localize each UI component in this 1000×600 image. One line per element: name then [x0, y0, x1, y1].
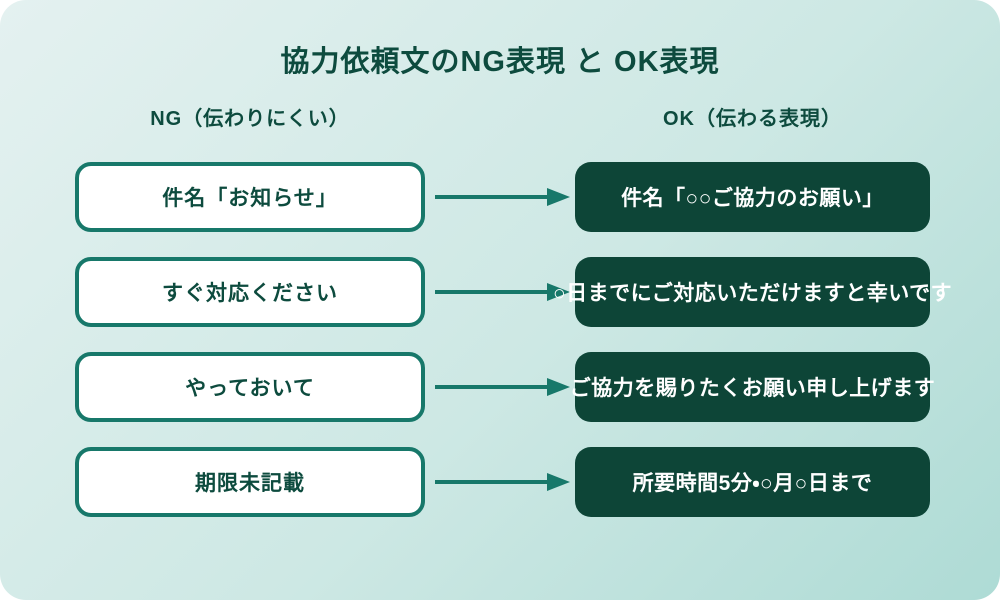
- ok-box: 件名「○○ご協力のお願い」: [575, 162, 930, 232]
- ok-box-label: ご協力を賜りたくお願い申し上げます: [569, 377, 936, 400]
- comparison-row: 期限未記載 所要時間5分・○月○日まで: [0, 447, 1000, 517]
- ng-box-label: やっておいて: [185, 377, 315, 400]
- ok-box-label: ○日までにご対応いただけますと幸いです: [552, 282, 953, 305]
- ng-box: やっておいて: [75, 352, 425, 422]
- column-header-ok: OK（伝わる表現）: [663, 108, 842, 130]
- page-title: 協力依頼文のNG表現 と OK表現: [280, 46, 720, 78]
- comparison-row: 件名「お知らせ」 件名「○○ご協力のお願い」: [0, 162, 1000, 232]
- column-header-ng: NG（伝わりにくい）: [150, 108, 350, 130]
- ok-box-label: 所要時間5分・○月○日まで: [632, 472, 873, 495]
- ng-box: 件名「お知らせ」: [75, 162, 425, 232]
- ng-box-label: 件名「お知らせ」: [162, 187, 338, 210]
- ng-box: 期限未記載: [75, 447, 425, 517]
- ok-box: ご協力を賜りたくお願い申し上げます: [570, 352, 935, 422]
- ok-box: ○日までにご対応いただけますと幸いです: [553, 257, 952, 327]
- ng-box-label: 期限未記載: [195, 472, 305, 495]
- comparison-row: やっておいて ご協力を賜りたくお願い申し上げます: [0, 352, 1000, 422]
- right-arrow-icon: [435, 283, 570, 301]
- ok-box: 所要時間5分・○月○日まで: [575, 447, 930, 517]
- ng-box-label: すぐ対応ください: [162, 282, 338, 305]
- comparison-row: すぐ対応ください ○日までにご対応いただけますと幸いです: [0, 257, 1000, 327]
- right-arrow-icon: [435, 188, 570, 206]
- right-arrow-icon: [435, 473, 570, 491]
- right-arrow-icon: [435, 378, 570, 396]
- ok-box-label: 件名「○○ご協力のお願い」: [621, 187, 884, 210]
- ng-box: すぐ対応ください: [75, 257, 425, 327]
